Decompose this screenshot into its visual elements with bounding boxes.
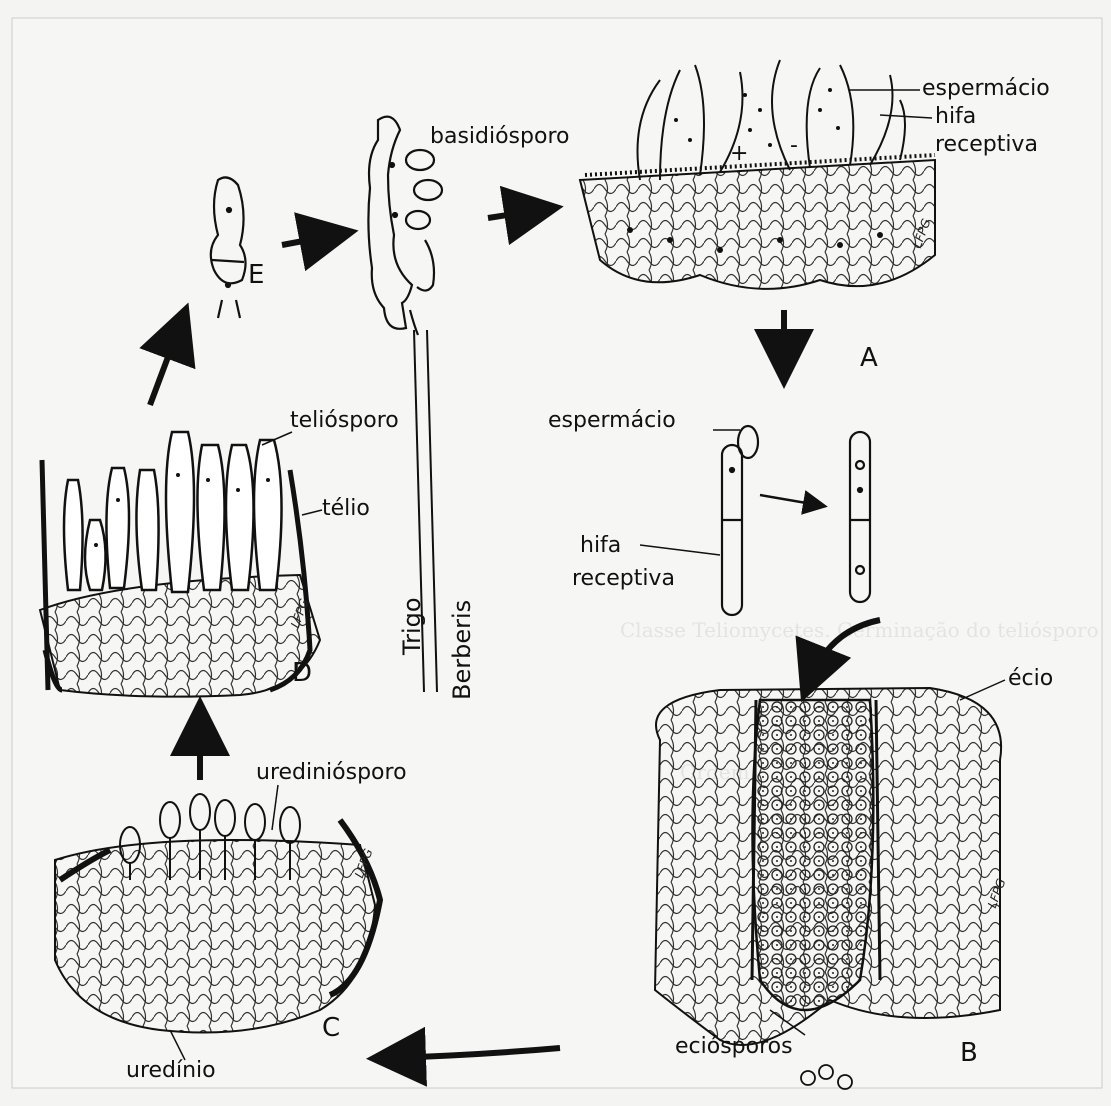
label-basidiosporo: basidiósporo <box>430 126 569 148</box>
label-espermacio-mid: espermácio <box>548 410 676 432</box>
stage-letter-a: A <box>860 345 878 371</box>
stage-letter-e: E <box>248 262 264 288</box>
stage-letter-d: D <box>292 660 312 686</box>
label-receptiva-mid: receptiva <box>572 568 675 590</box>
label-berberis: Berberis <box>448 600 476 700</box>
bleed-through-text: Classe Teliomycetes. Germinação do telió… <box>620 618 1099 642</box>
label-telio: télio <box>322 498 370 520</box>
label-uredinio: uredínio <box>126 1060 216 1082</box>
label-hifa-mid: hifa <box>580 535 621 557</box>
label-minus: - <box>790 135 798 157</box>
label-hifa-top: hifa <box>935 106 976 128</box>
label-espermacio-top: espermácio <box>922 78 1050 100</box>
label-urediniosporo: urediniósporo <box>256 762 407 784</box>
label-receptiva-top: receptiva <box>935 134 1038 156</box>
label-teliosporo: teliósporo <box>290 410 399 432</box>
label-eciosporos: eciósporos <box>675 1036 793 1058</box>
stage-letter-b: B <box>960 1040 978 1066</box>
bleed-through-text-2: Ordem <box>680 760 750 784</box>
label-plus: + <box>730 143 748 165</box>
stage-letter-c: C <box>322 1015 340 1041</box>
label-trigo: Trigo <box>398 597 426 655</box>
label-ecio: écio <box>1008 668 1053 690</box>
